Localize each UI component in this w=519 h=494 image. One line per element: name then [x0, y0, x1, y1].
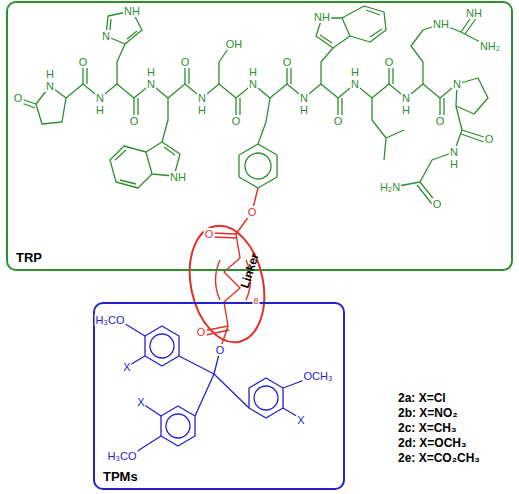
tpm-bonds	[122, 322, 310, 452]
atom-label: O	[333, 115, 344, 127]
atom-label: OCH₃	[303, 370, 334, 382]
group-title: Linker	[238, 252, 262, 290]
atom-label: H	[299, 104, 309, 116]
compound-label: 2d: X=OCH₃	[398, 436, 467, 450]
atom-label: N	[449, 146, 459, 158]
atom-label: N	[452, 78, 462, 90]
atom-label: O	[196, 326, 207, 338]
atom-label: N	[401, 92, 411, 104]
atom-label: NH₂	[479, 40, 501, 52]
atom-label: O	[384, 56, 395, 68]
atom-label: X	[122, 361, 131, 373]
compound-label: 2e: X=CO₂CH₃	[398, 451, 480, 465]
atom-label: N	[299, 92, 309, 104]
atom-label: O	[13, 92, 24, 104]
atom-label: NH	[465, 7, 483, 19]
trp-region: TRP	[6, 1, 513, 271]
atom-label: O	[484, 133, 495, 145]
atom-label: H	[248, 66, 258, 78]
region-title: TPMs	[103, 470, 138, 484]
compound-label: 2c: X=CH₃	[398, 421, 457, 435]
atom-label: O	[129, 115, 140, 127]
atom-label: O	[180, 56, 191, 68]
repeat-count: 8	[252, 295, 259, 307]
atom-label: O	[282, 56, 293, 68]
atom-label: H	[197, 104, 207, 116]
atom-label: N	[101, 30, 111, 42]
compound-label: 2b: X=NO₂	[398, 406, 458, 420]
atom-label: N	[248, 78, 258, 90]
atom-label: H₃CO	[107, 450, 138, 462]
atom-label: H	[401, 104, 411, 116]
atom-label: H	[95, 104, 105, 116]
peptide-bonds	[18, 6, 488, 204]
atom-label: OH	[225, 38, 244, 50]
atom-label: NH	[432, 18, 450, 30]
atom-label: H	[350, 66, 360, 78]
compound-label: 2a: X=Cl	[398, 391, 446, 405]
atom-label: NH	[313, 11, 331, 23]
atom-label: O	[432, 198, 443, 210]
atom-label: H₃CO	[95, 314, 126, 326]
atom-label: O	[78, 56, 89, 68]
atom-label: N	[95, 92, 105, 104]
atom-label: H	[45, 68, 55, 80]
atom-label: N	[350, 78, 360, 90]
atom-label: N	[45, 80, 55, 92]
atom-label: H	[449, 158, 459, 170]
atom-label: NH	[123, 5, 141, 17]
atom-label: O	[231, 115, 242, 127]
atom-label: O	[435, 115, 446, 127]
region-title: TRP	[16, 251, 42, 265]
atom-label: O	[247, 206, 258, 218]
atom-label: H₂N	[379, 181, 401, 193]
atom-label: N	[197, 92, 207, 104]
atom-label: X	[136, 396, 145, 408]
atom-label: O	[215, 344, 226, 356]
atom-label: X	[296, 414, 305, 426]
atom-label: O	[204, 228, 215, 240]
atom-label: N	[146, 78, 156, 90]
atom-label: NH	[169, 171, 187, 183]
atom-label: H	[146, 66, 156, 78]
